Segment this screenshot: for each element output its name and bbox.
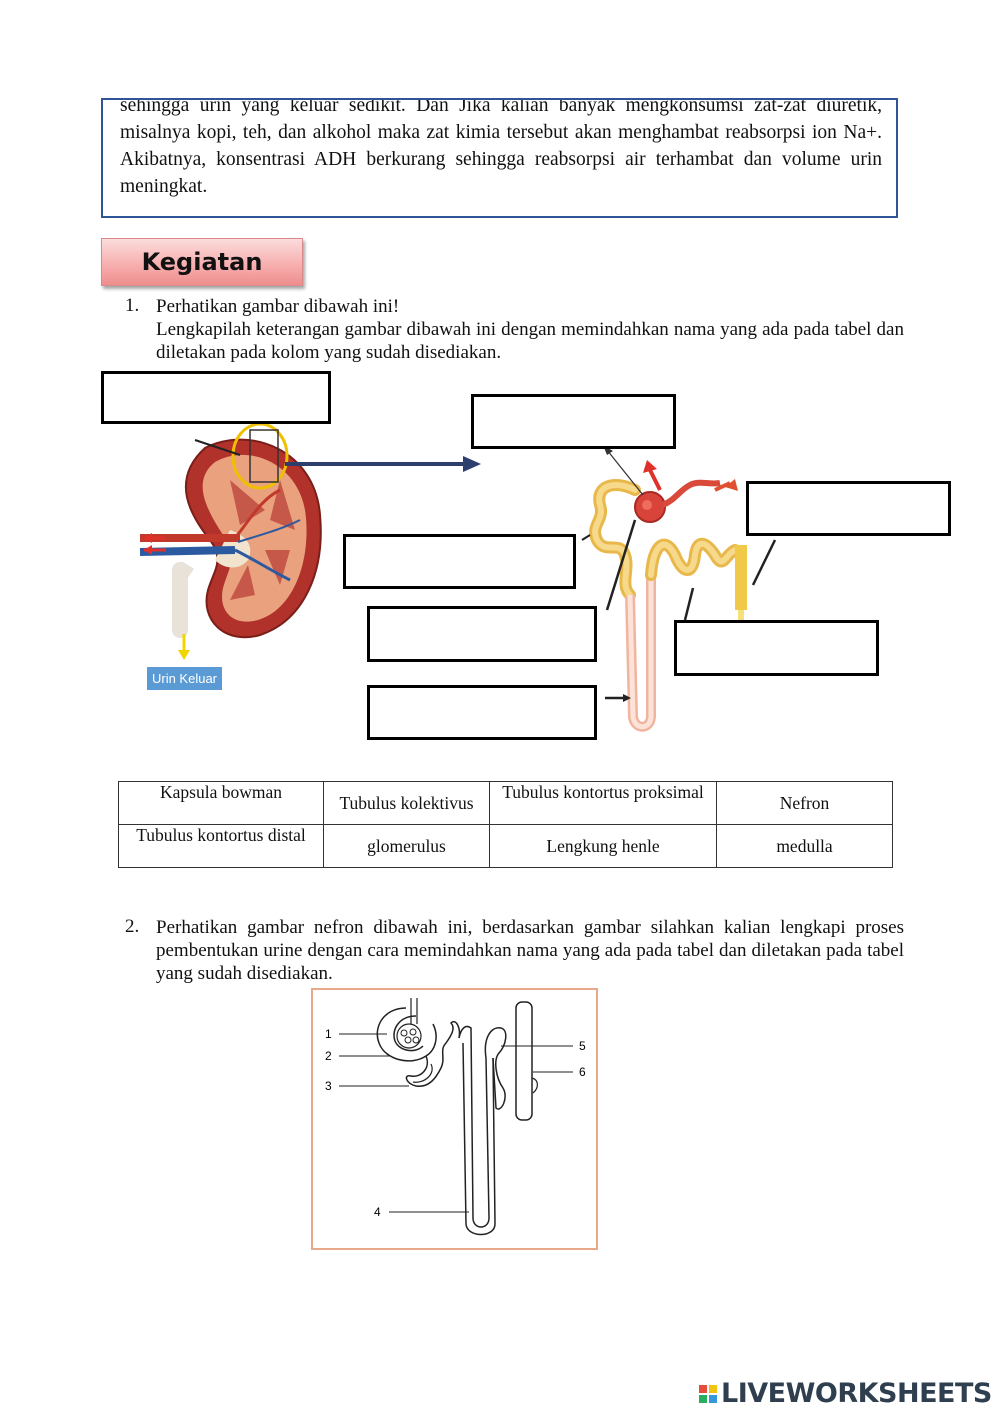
answer-box-top[interactable] bbox=[471, 394, 676, 449]
kegiatan-label: Kegiatan bbox=[142, 248, 263, 276]
answer-box-left-1[interactable] bbox=[343, 534, 576, 589]
info-box: sehingga urin yang keluar sedikit. Dan J… bbox=[101, 98, 898, 218]
question2-instruction: Perhatikan gambar nefron dibawah ini, be… bbox=[156, 916, 904, 985]
table-cell[interactable]: Nefron bbox=[717, 782, 893, 825]
nephron-diagram: 1 2 3 4 5 6 bbox=[311, 988, 598, 1250]
table-cell[interactable]: Lengkung henle bbox=[490, 825, 717, 868]
table-cell[interactable]: Tubulus kontortus proksimal bbox=[490, 782, 717, 825]
table-cell[interactable]: glomerulus bbox=[324, 825, 490, 868]
answer-box-right-bottom[interactable] bbox=[674, 620, 879, 676]
liveworksheets-logo[interactable]: LIVEWORKSHEETS bbox=[698, 1378, 992, 1409]
info-paragraph: sehingga urin yang keluar sedikit. Dan J… bbox=[120, 98, 882, 200]
table-row: Tubulus kontortus distal glomerulus Leng… bbox=[119, 825, 893, 868]
question1-description: Lengkapilah keterangan gambar dibawah in… bbox=[156, 318, 904, 364]
question2-number: 2. bbox=[125, 916, 139, 938]
question1-instruction: Perhatikan gambar dibawah ini! bbox=[156, 295, 906, 318]
table-row: Kapsula bowman Tubulus kolektivus Tubulu… bbox=[119, 782, 893, 825]
urine-out-label: Urin Keluar bbox=[147, 667, 222, 690]
answer-box-kidney[interactable] bbox=[101, 371, 331, 424]
table-cell[interactable]: Tubulus kolektivus bbox=[324, 782, 490, 825]
nephron-label-5: 5 bbox=[579, 1039, 586, 1053]
question1-number: 1. bbox=[125, 295, 139, 317]
table-cell[interactable]: Kapsula bowman bbox=[119, 782, 324, 825]
answer-box-right-top[interactable] bbox=[746, 481, 951, 536]
word-bank-table: Kapsula bowman Tubulus kolektivus Tubulu… bbox=[118, 781, 893, 868]
kegiatan-heading: Kegiatan bbox=[101, 238, 303, 286]
answer-box-left-3[interactable] bbox=[367, 685, 597, 740]
nephron-label-3: 3 bbox=[325, 1079, 332, 1093]
nephron-label-4: 4 bbox=[374, 1205, 381, 1219]
logo-icon bbox=[698, 1384, 718, 1404]
table-cell[interactable]: Tubulus kontortus distal bbox=[119, 825, 324, 868]
nephron-label-2: 2 bbox=[325, 1049, 332, 1063]
answer-box-left-2[interactable] bbox=[367, 606, 597, 662]
zoom-arrow bbox=[285, 450, 485, 480]
logo-text: LIVEWORKSHEETS bbox=[721, 1378, 992, 1409]
table-cell[interactable]: medulla bbox=[717, 825, 893, 868]
nephron-label-1: 1 bbox=[325, 1027, 332, 1041]
nephron-label-6: 6 bbox=[579, 1065, 586, 1079]
